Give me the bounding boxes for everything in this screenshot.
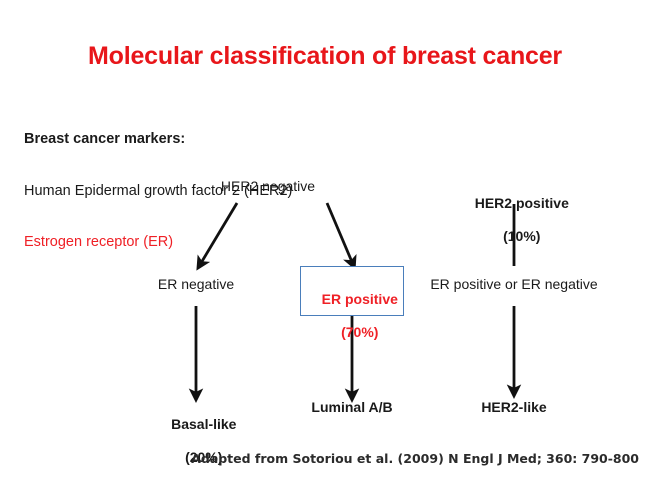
- node-er-positive-or-negative: ER positive or ER negative: [430, 276, 598, 292]
- marker-legend-er: Estrogen receptor (ER): [24, 233, 174, 250]
- node-er-positive: ER positive (70%): [306, 274, 398, 357]
- node-her2-positive: HER2 positive (10%): [459, 178, 569, 261]
- node-basal-like-percent: (20%): [185, 448, 223, 465]
- node-basal-like: Basal-like (20%): [156, 399, 237, 482]
- node-her2-positive-percent: (10%): [503, 227, 541, 244]
- node-er-positive-percent: (70%): [341, 323, 379, 340]
- marker-legend-her2: Human Epidermal growth factor 2 (HER2): [24, 182, 293, 199]
- node-her2-negative: HER2 negative: [220, 178, 316, 194]
- arrow-her2neg-to-erpos: [325, 202, 357, 271]
- page-title: Molecular classification of breast cance…: [88, 42, 562, 70]
- node-her2-positive-label: HER2 positive: [474, 194, 569, 211]
- marker-legend-heading: Breast cancer markers:: [24, 131, 186, 148]
- citation-text: Adapted from Sotoriou et al. (2009) N En…: [191, 451, 639, 466]
- node-her2-like: HER2-like: [481, 399, 547, 415]
- marker-legend: Breast cancer markers: Human Epidermal g…: [24, 97, 292, 285]
- node-basal-like-label: Basal-like: [171, 415, 237, 432]
- node-er-negative: ER negative: [157, 276, 235, 292]
- node-luminal-ab: Luminal A/B: [311, 399, 393, 415]
- er-positive-highlight-box: [300, 266, 404, 316]
- node-er-positive-label: ER positive: [321, 290, 398, 307]
